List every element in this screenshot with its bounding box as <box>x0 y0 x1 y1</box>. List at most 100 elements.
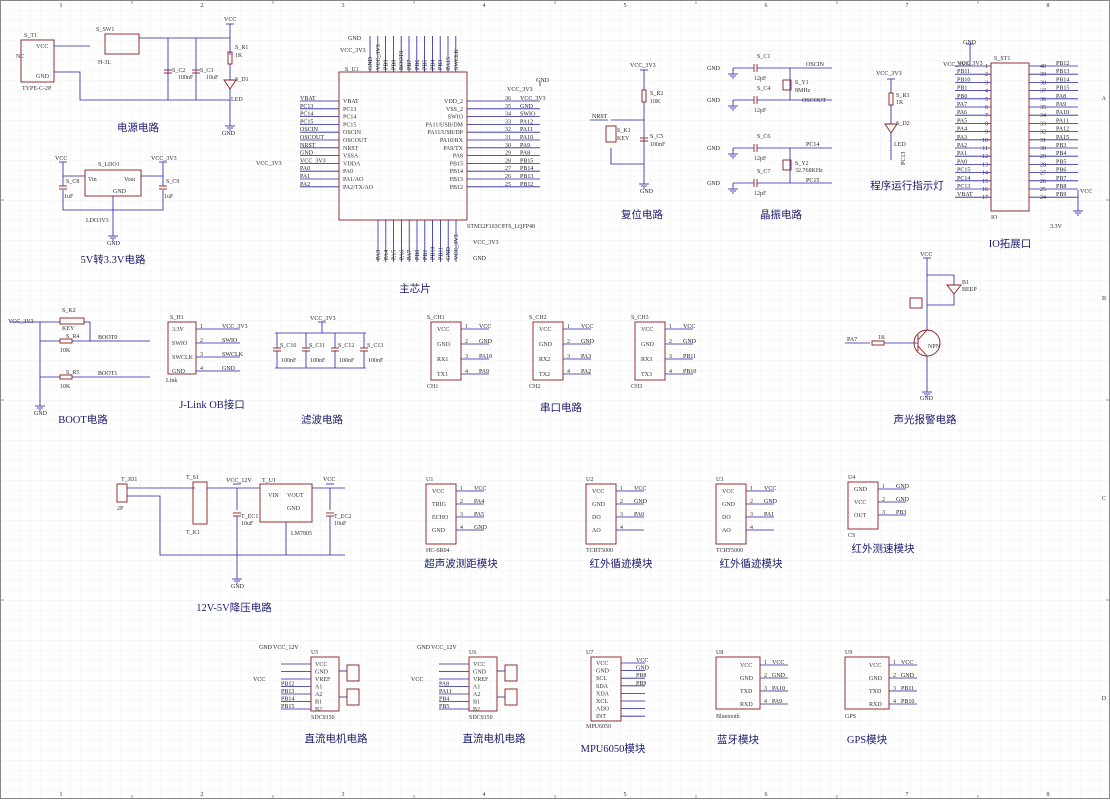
io-right-pin-num: 36 <box>1040 97 1046 103</box>
r2-value: 10K <box>650 99 661 105</box>
serial-pin: TX3 <box>641 372 652 378</box>
caption-module: 红外循迹模块 <box>720 557 783 570</box>
alarm-gnd-label: GND <box>920 396 934 402</box>
mcu-right-net: PB15 <box>520 158 533 164</box>
k2-ref: S_K2 <box>62 308 76 314</box>
io-left-net: VCC_3V3 <box>957 61 983 67</box>
mcu-bottom-net: PB11 <box>438 247 444 260</box>
filter-cap-ref: S_C10 <box>280 343 296 349</box>
serial-pin-num: 1 <box>465 324 468 330</box>
y1-ref: S_Y1 <box>795 80 809 86</box>
motor-output-b <box>504 688 518 706</box>
serial-pin: VCC <box>641 327 653 333</box>
crystal-gnd-label: GND <box>707 146 721 152</box>
ec2-ref: T_EC2 <box>334 514 351 520</box>
module-net: GND <box>634 499 648 505</box>
reset-nrst: NRST <box>592 114 608 120</box>
module-net: GND <box>474 525 488 531</box>
io-right-net: PA9 <box>1056 102 1066 108</box>
mcu-bottom-net: VCC_3V3 <box>454 234 460 260</box>
motor-net: PB13 <box>281 689 294 695</box>
gps-module <box>844 656 890 710</box>
io-right-net: PB4 <box>1056 151 1066 157</box>
io-left-pin-num: 6 <box>985 105 988 111</box>
jlink-pin-num: 2 <box>200 338 203 344</box>
serial-part: CH3 <box>631 384 642 390</box>
bt-net: PA9 <box>772 699 782 705</box>
c1-capacitor-ref: S_C1 <box>757 54 770 60</box>
jlink-net: SWCLK <box>222 352 244 358</box>
gps-net: PB10 <box>901 699 914 705</box>
io-right-pin-num: 37 <box>1040 89 1046 95</box>
alarm-pa7: PA7 <box>847 337 857 343</box>
caption-mpu: MPU6050模块 <box>581 743 646 755</box>
io-left-pin-num: 17 <box>982 195 988 201</box>
io-right-net: PB6 <box>1056 168 1066 174</box>
frame-col-label: 7 <box>906 3 909 9</box>
io-left-pin-num: 9 <box>985 130 988 136</box>
mcu-left-net: NRST <box>300 143 316 149</box>
mcu-left-pin: PA2/TX/AO <box>343 185 374 191</box>
k2-value: KEY <box>62 326 75 332</box>
mpu-ref: U7 <box>586 650 593 656</box>
caption-buck: 12V-5V降压电路 <box>196 601 272 614</box>
caption-io: IO拓展口 <box>989 238 1032 250</box>
r4-value: 10K <box>60 348 71 354</box>
frame-col-label: 4 <box>483 792 486 798</box>
io-left-pin-num: 8 <box>985 121 988 127</box>
io-left-pin-num: 13 <box>982 162 988 168</box>
io-vcc33: VCC_3V3 <box>943 62 969 68</box>
mcu-top-net: PB9 <box>384 60 390 70</box>
mcu-left-net: PC13 <box>300 104 313 110</box>
caption-module: 红外循迹模块 <box>590 557 653 570</box>
buck-vcc12: VCC_12V <box>226 478 252 484</box>
bt-net: GND <box>772 673 786 679</box>
io-left-net: PC14 <box>957 176 970 182</box>
mcu-left-net: OSCOUT <box>300 135 324 141</box>
crystal-oscin: OSCIN <box>806 62 825 68</box>
motor-pin: A2 <box>473 692 480 698</box>
motor-net: PB15 <box>281 704 294 710</box>
c5-value: 100nF <box>650 142 666 148</box>
frame-col-label: 2 <box>201 792 204 798</box>
mcu-right-pin: PB13 <box>450 177 463 183</box>
io-left-net: PC13 <box>957 184 970 190</box>
motor-part: SDC9150 <box>469 715 493 721</box>
c5-ref: S_C5 <box>650 134 663 140</box>
serial-net: PB11 <box>683 354 696 360</box>
serial-net: GND <box>683 339 697 345</box>
motor-pin: GND <box>473 670 487 676</box>
mcu-left-net: VCC_3V3 <box>300 158 326 164</box>
io-right-net: PB5 <box>1056 159 1066 165</box>
mcu-right-pin: PA11/USB/DM <box>425 122 463 128</box>
k2-key <box>59 317 85 325</box>
module-pin-num: 2 <box>882 497 885 503</box>
c4-capacitor-ref: S_C4 <box>757 86 770 92</box>
io-right-net: PB15 <box>1056 86 1069 92</box>
ldo-regulator <box>84 169 142 197</box>
serial-ref: S_CH3 <box>631 315 649 321</box>
motor-gnd: GND <box>417 645 431 651</box>
io-left-net: PA2 <box>957 143 967 149</box>
mcu-right-num: 34 <box>505 112 511 118</box>
io-right-net: PB3 <box>1056 143 1066 149</box>
frame-col-label: 4 <box>483 3 486 9</box>
io-left-pin-num: 14 <box>982 171 988 177</box>
c6-capacitor-value: 12pF <box>754 156 767 162</box>
jlink-ref: S_H1 <box>170 315 184 321</box>
t1-type: TYPE-C-2P <box>22 86 52 92</box>
motor-pin: B2 <box>315 707 322 713</box>
module-pin: ECHO <box>432 515 449 521</box>
motor-net: PB4 <box>439 697 449 703</box>
mcu-right-net: PB13 <box>520 174 533 180</box>
jlink-pin: GND <box>172 369 186 375</box>
module-part: CS <box>848 533 855 539</box>
ldo-gnd-label: GND <box>107 241 121 247</box>
module-part: TCRT5000 <box>586 548 613 554</box>
r5-ref: S_R5 <box>66 370 79 376</box>
mcu-top-net: GND <box>368 56 374 70</box>
module-pin: OUT <box>854 513 867 519</box>
serial-pin: GND <box>539 342 553 348</box>
crystal-gnd-label: GND <box>707 66 721 72</box>
